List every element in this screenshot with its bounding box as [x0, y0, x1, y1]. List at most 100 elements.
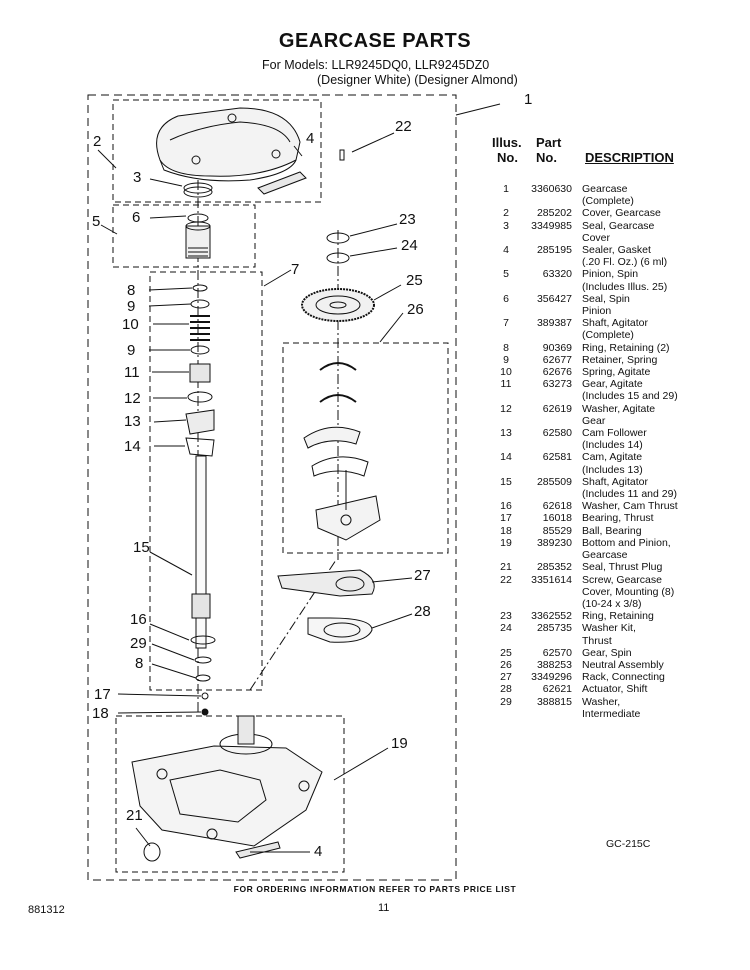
- illus-number: 17: [500, 512, 512, 525]
- description-line: Gearcase: [582, 183, 628, 195]
- description-line: Gear: [582, 414, 606, 427]
- callout-13: 13: [124, 413, 141, 430]
- description-line: Cover, Gearcase: [582, 207, 661, 220]
- part-description: Retainer, Spring: [582, 354, 740, 366]
- part-description: Washer Kit,Thrust: [582, 622, 740, 646]
- illus-number: 27: [500, 671, 512, 684]
- callout-14: 14: [124, 438, 141, 455]
- shaft-group-outline: [149, 271, 263, 691]
- description-line: Pinion: [582, 305, 612, 318]
- part-description: Sealer, Gasket(.20 Fl. Oz.) (6 ml): [582, 244, 740, 268]
- neutral-group-outline: [282, 342, 449, 554]
- bottom-group-outline: [115, 715, 345, 873]
- description-line: Seal, Spin: [582, 292, 630, 305]
- part-number: 389230: [536, 536, 572, 549]
- part-number: 90369: [542, 341, 572, 354]
- description-line: Seal, Gearcase: [582, 219, 655, 232]
- callout-23: 23: [399, 211, 416, 228]
- illus-number: 18: [500, 524, 512, 537]
- description-line: Washer, Cam Thrust: [582, 500, 678, 513]
- part-description: Ring, Retaining: [582, 610, 740, 622]
- callout-5: 5: [92, 213, 101, 230]
- part-description: Gear, Agitate(Includes 15 and 29): [582, 378, 740, 402]
- header-part-line2: No.: [536, 150, 557, 165]
- part-description: Gear, Spin: [582, 647, 740, 659]
- description-line: (10-24 x 3/8): [582, 597, 642, 610]
- callout-1: 1: [524, 91, 533, 108]
- sealer-tube-bottom: [235, 841, 281, 859]
- illus-number: 21: [500, 561, 512, 574]
- description-line: Gear, Spin: [582, 646, 632, 659]
- callout-8b: 8: [135, 655, 144, 672]
- description-line: Washer Kit,: [582, 622, 636, 635]
- illus-number: 1: [503, 183, 509, 195]
- connecting-rack: [277, 569, 375, 597]
- callout-24: 24: [401, 237, 418, 254]
- header-illus-line1: Illus.: [492, 135, 522, 150]
- illus-number: 15: [500, 475, 512, 488]
- agitate-gear: [189, 363, 211, 383]
- callout-19: 19: [391, 735, 408, 752]
- part-number: 62618: [542, 500, 572, 513]
- models-line-1: For Models: LLR9245DQ0, LLR9245DZ0: [262, 58, 490, 72]
- illus-number: 8: [503, 341, 509, 354]
- callout-2: 2: [93, 133, 102, 150]
- part-number: 62570: [542, 646, 572, 659]
- spin-gear: [301, 288, 375, 322]
- callout-22: 22: [395, 118, 412, 135]
- description-line: Sealer, Gasket: [582, 244, 651, 257]
- callout-10: 10: [122, 316, 139, 333]
- description-line: (Includes 14): [582, 439, 643, 452]
- description-line: Ring, Retaining: [582, 610, 654, 623]
- description-line: Neutral Assembly: [582, 658, 664, 671]
- description-line: Seal, Thrust Plug: [582, 561, 663, 574]
- part-number: 62677: [542, 353, 572, 366]
- illus-number: 28: [500, 683, 512, 696]
- illus-number: 5: [503, 268, 509, 281]
- callout-18: 18: [92, 705, 109, 722]
- description-line: Shaft, Agitator: [582, 475, 648, 488]
- gearcase-outline: [87, 94, 457, 881]
- part-number: 389387: [536, 317, 572, 330]
- illus-number: 22: [500, 573, 512, 586]
- cover-group-outline: [112, 99, 322, 203]
- part-number: 285509: [536, 475, 572, 488]
- part-description: Washer,Intermediate: [582, 696, 740, 720]
- header-description: DESCRIPTION: [585, 150, 674, 165]
- description-line: Actuator, Shift: [582, 683, 648, 696]
- description-line: Rack, Connecting: [582, 671, 665, 684]
- illus-number: 29: [500, 695, 512, 708]
- part-description: Pinion, Spin(Includes Illus. 25): [582, 268, 740, 292]
- part-number: 62581: [542, 451, 572, 464]
- description-line: Retainer, Spring: [582, 353, 658, 366]
- callout-4b: 4: [314, 843, 323, 860]
- callout-11: 11: [124, 364, 140, 381]
- illus-number: 26: [500, 658, 512, 671]
- description-line: Bearing, Thrust: [582, 512, 654, 525]
- callout-7: 7: [291, 261, 300, 278]
- description-line: Pinion, Spin: [582, 268, 639, 281]
- illus-number: 19: [500, 536, 512, 549]
- bearing-ball: [201, 708, 209, 716]
- callout-26: 26: [407, 301, 424, 318]
- part-number: 3360630: [531, 183, 572, 195]
- header-illus-line2: No.: [497, 150, 518, 165]
